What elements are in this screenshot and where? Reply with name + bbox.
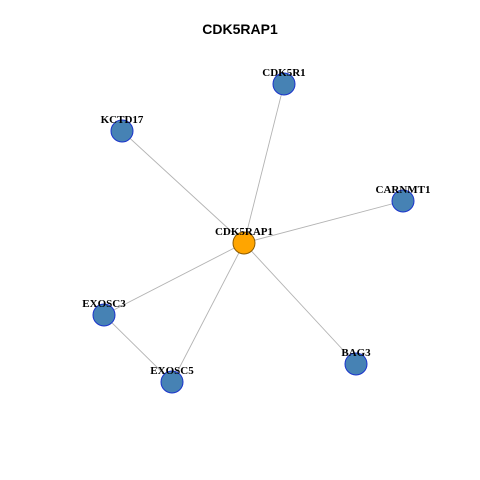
edge-cdk5rap1-cdk5r1 [243, 83, 285, 244]
node-bag3[interactable] [344, 352, 368, 376]
edge-cdk5rap1-exosc3 [103, 242, 245, 316]
edge-layer [103, 83, 404, 383]
node-label-carnmt1: CARNMT1 [376, 184, 431, 196]
edge-cdk5rap1-carnmt1 [243, 200, 404, 244]
node-label-exosc5: EXOSC5 [150, 365, 194, 377]
node-carnmt1[interactable] [391, 189, 415, 213]
node-cdk5r1[interactable] [272, 72, 296, 96]
node-label-cdk5r1: CDK5R1 [262, 67, 305, 79]
node-label-kctd17: KCTD17 [101, 114, 144, 126]
edge-cdk5rap1-kctd17 [121, 130, 245, 244]
node-exosc5[interactable] [160, 370, 184, 394]
edge-exosc3-exosc5 [103, 314, 173, 383]
node-kctd17[interactable] [110, 119, 134, 143]
node-label-bag3: BAG3 [341, 347, 371, 359]
node-layer [92, 72, 415, 394]
node-label-cdk5rap1: CDK5RAP1 [215, 226, 273, 238]
graph-title: CDK5RAP1 [202, 21, 278, 37]
node-cdk5rap1[interactable] [232, 231, 256, 255]
edge-cdk5rap1-bag3 [243, 242, 357, 365]
node-exosc3[interactable] [92, 303, 116, 327]
node-label-exosc3: EXOSC3 [82, 298, 126, 310]
edge-cdk5rap1-exosc5 [171, 242, 245, 383]
